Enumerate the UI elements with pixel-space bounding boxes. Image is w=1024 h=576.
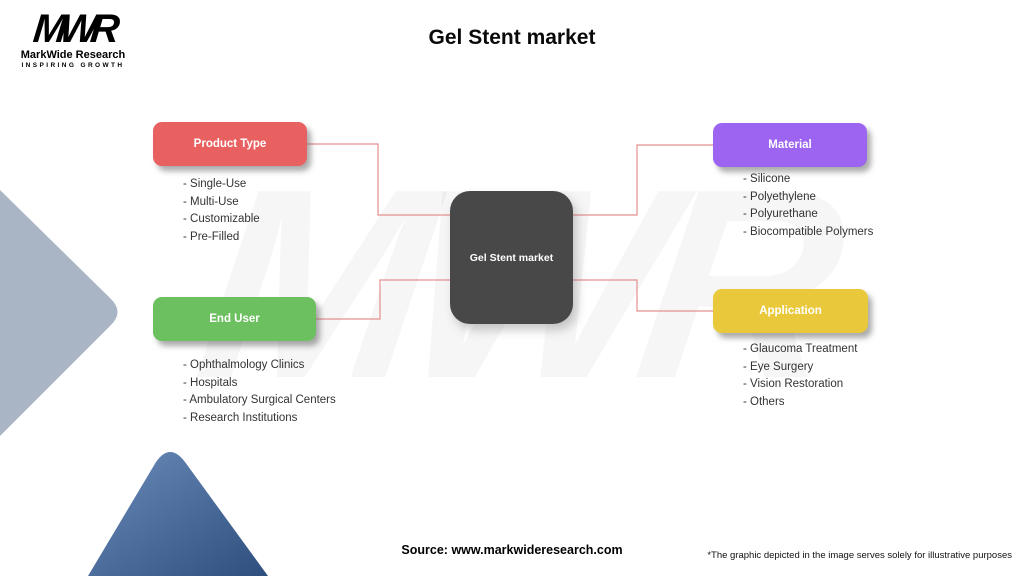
logo-tagline: Inspiring Growth xyxy=(21,62,125,69)
list-item: - Silicone xyxy=(743,173,791,185)
source-url: www.markwideresearch.com xyxy=(451,543,623,557)
list-item: - Ophthalmology Clinics xyxy=(183,359,305,371)
node-product-type-label: Product Type xyxy=(193,138,267,150)
node-material-items: - Silicone - Polyethylene - Polyurethane… xyxy=(743,171,873,241)
list-item: - Eye Surgery xyxy=(743,360,814,373)
node-application: Application xyxy=(713,289,868,333)
node-product-type-items: - Single-Use - Multi-Use - Customizable … xyxy=(183,176,260,246)
list-item: - Single-Use xyxy=(183,178,247,190)
node-material: Material xyxy=(713,123,867,167)
list-item: - Ambulatory Surgical Centers xyxy=(183,394,336,407)
center-node: Gel Stent market xyxy=(450,191,573,324)
list-item: - Biocompatible Polymers xyxy=(743,225,874,238)
node-product-type: Product Type xyxy=(153,122,307,166)
list-item: - Customizable xyxy=(183,213,260,226)
source-line: Source: www.markwideresearch.com xyxy=(0,543,1024,557)
list-item: - Hospitals xyxy=(183,376,238,389)
node-end-user-label: End User xyxy=(209,313,260,325)
brand-logo: MWR MarkWide Research Inspiring Growth xyxy=(18,7,128,69)
gray-triangle-shape xyxy=(0,190,118,436)
disclaimer-text: *The graphic depicted in the image serve… xyxy=(707,550,1012,561)
list-item: - Polyurethane xyxy=(743,208,818,221)
list-item: - Glaucoma Treatment xyxy=(743,343,858,355)
list-item: - Pre-Filled xyxy=(183,230,240,243)
node-end-user: End User xyxy=(153,297,316,341)
list-item: - Vision Restoration xyxy=(743,378,844,391)
node-material-label: Material xyxy=(768,139,812,151)
center-node-label: Gel Stent market xyxy=(469,251,554,264)
list-item: - Research Institutions xyxy=(183,411,298,424)
list-item: - Others xyxy=(743,395,785,408)
node-end-user-items: - Ophthalmology Clinics - Hospitals - Am… xyxy=(183,357,336,427)
logo-name: MarkWide Research xyxy=(20,49,126,61)
node-application-label: Application xyxy=(759,305,822,317)
source-label: Source: xyxy=(401,543,448,557)
blue-triangle-shape xyxy=(88,452,268,576)
page-title: Gel Stent market xyxy=(428,26,596,49)
list-item: - Multi-Use xyxy=(183,195,239,208)
node-application-items: - Glaucoma Treatment - Eye Surgery - Vis… xyxy=(743,341,857,411)
list-item: - Polyethylene xyxy=(743,190,816,203)
